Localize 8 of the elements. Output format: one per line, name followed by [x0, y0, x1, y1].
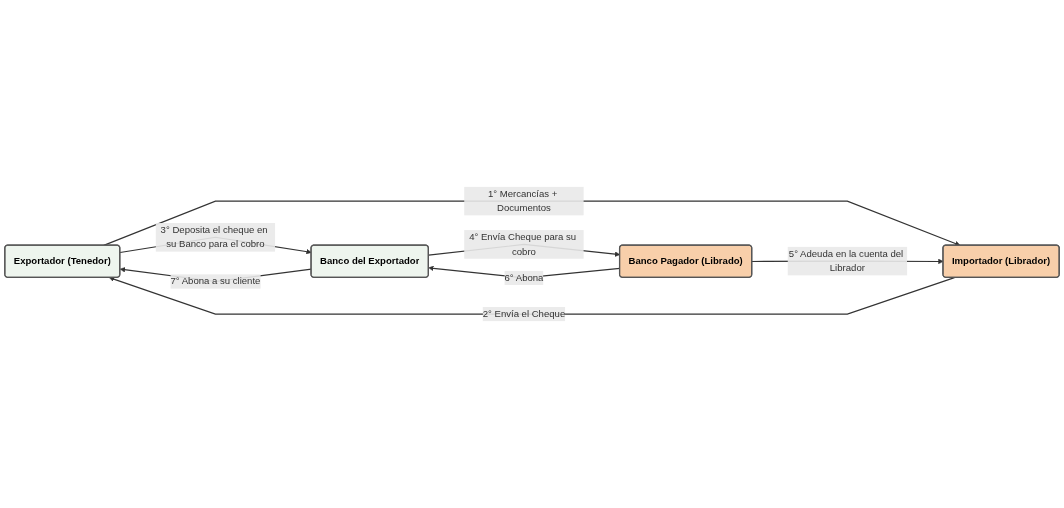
edge-label: 1° Mercancías + Documentos	[487, 188, 558, 214]
edge-label: 2° Envía el Cheque	[482, 308, 566, 319]
edge-label: 6° Abona	[504, 272, 544, 283]
arrow	[109, 276, 956, 315]
edge-label: 4° Envía Cheque para su cobro	[469, 231, 577, 257]
edge-label: 7° Abona a su cliente	[170, 276, 261, 287]
edge-label: 5° Adeuda en la cuenta del Librador	[788, 248, 904, 274]
edge-label: 3° Deposita el cheque en su Banco para el cobro	[160, 224, 268, 250]
